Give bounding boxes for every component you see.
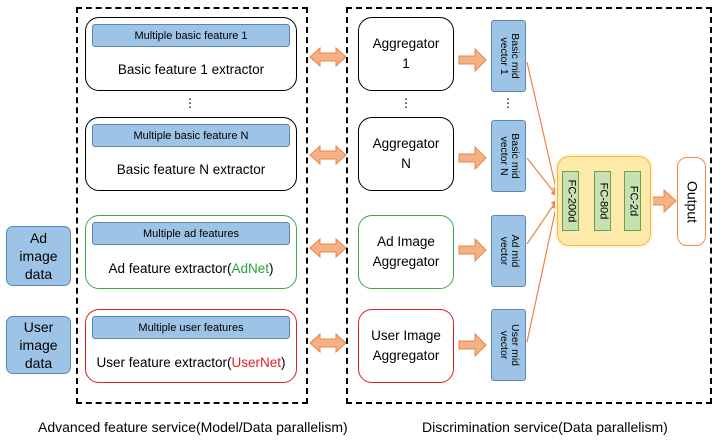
advanced-feature-service-box [76,7,308,404]
ad-extractor-label-prefix: Ad feature extractor( [108,261,232,276]
output-box: Output [677,157,706,246]
fc-80d-layer: FC-80d [594,171,611,231]
line-vN-fc [526,157,558,197]
line-v1-fc [526,61,560,194]
user-mid-vector-label: User mid vector [497,323,521,366]
ellipsis-left: ⋮ [184,96,196,110]
basic-mid-vector-1-label: Basic mid vector 1 [497,33,521,79]
user-feature-extractor-label: User feature extractor(UserNet) [86,355,296,370]
user-feature-extractor: Multiple user features User feature extr… [85,309,297,383]
line-user-fc [526,202,560,343]
basic-mid-vector-1: Basic mid vector 1 [491,20,526,92]
basic-mid-vector-N-label: Basic mid vector N [497,133,521,179]
basic-feature-1-extractor: Multiple basic feature 1 Basic feature 1… [85,17,297,91]
fc-200d-label: FC-200d [565,179,577,223]
block-arrow-fc-output [651,188,677,214]
output-label: Output [684,180,700,223]
fc-2d-layer: FC-2d [624,171,641,231]
user-extractor-label-suffix: ) [281,355,286,370]
ad-mid-vector-label: Ad mid vector [497,234,521,268]
multiple-user-features-bar: Multiple user features [92,316,290,339]
user-image-data-box: User image data [6,316,71,374]
line-ad-fc [526,199,558,245]
basic-feature-1-extractor-label: Basic feature 1 extractor [117,62,265,77]
user-extractor-label-prefix: User feature extractor( [96,355,232,370]
user-mid-vector: User mid vector [491,309,526,381]
double-arrow-ad [309,237,347,259]
discrimination-service-box [346,7,712,404]
ellipsis-vector: ⋮ [502,96,514,110]
fc-80d-label: FC-80d [597,182,609,220]
user-image-aggregator: User Image Aggregator [358,309,454,383]
ellipsis-aggregator: ⋮ [400,96,412,110]
usernet-label: UserNet [231,355,282,370]
advanced-feature-service-caption: Advanced feature service(Model/Data para… [38,419,348,435]
multiple-basic-feature-1-bar: Multiple basic feature 1 [92,24,290,47]
fc-200d-layer: FC-200d [562,171,579,231]
basic-feature-N-extractor: Multiple basic feature N Basic feature N… [85,117,297,191]
ad-feature-extractor-label: Ad feature extractor(AdNet) [86,261,296,276]
adnet-label: AdNet [231,261,270,276]
basic-mid-vector-N: Basic mid vector N [491,120,526,192]
fc-2d-label: FC-2d [627,185,639,217]
basic-feature-N-extractor-label: Basic feature N extractor [116,162,266,177]
double-arrow-basicN [309,144,347,166]
multiple-basic-feature-N-bar: Multiple basic feature N [92,124,290,147]
aggregator-N: Aggregator N [358,117,454,191]
ad-feature-extractor: Multiple ad features Ad feature extracto… [85,215,297,289]
ad-mid-vector: Ad mid vector [491,215,526,287]
multiple-ad-features-bar: Multiple ad features [92,222,290,245]
ad-image-data-box: Ad image data [6,226,71,286]
block-arrow-agg-user [458,332,487,358]
ad-extractor-label-suffix: ) [269,261,274,276]
discrimination-service-caption: Discrimination service(Data parallelism) [422,419,668,435]
ad-image-aggregator: Ad Image Aggregator [358,215,454,289]
double-arrow-user [309,332,347,354]
block-arrow-agg1 [458,47,487,73]
block-arrow-agg-ad [458,237,487,263]
double-arrow-basic1 [309,46,347,68]
aggregator-1: Aggregator 1 [358,17,454,91]
block-arrow-aggN [458,145,487,171]
